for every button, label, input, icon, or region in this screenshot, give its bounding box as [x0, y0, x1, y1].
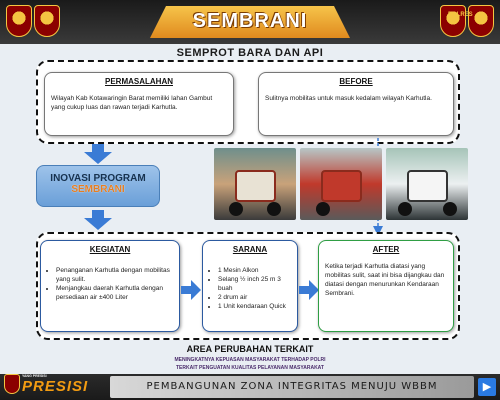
sarana-card: SARANA 1 Mesin Alkon Selang ½ inch 25 m … [202, 240, 298, 332]
arrow-right-icon [181, 280, 201, 300]
list-item: Penanganan Karhutla dengan mobilitas yan… [56, 266, 173, 284]
page-title: SEMBRANI [192, 10, 308, 32]
police-logo-left-icon [6, 5, 32, 37]
inovasi-program-box: INOVASI PROGRAM SEMBRANI [36, 165, 160, 207]
permasalahan-text: Wilayah Kab Kotawaringin Barat memiliki … [51, 95, 213, 112]
permasalahan-card: PERMASALAHAN Wilayah Kab Kotawaringin Ba… [44, 72, 234, 136]
kegiatan-card: KEGIATAN Penanganan Karhutla dengan mobi… [40, 240, 180, 332]
police-logo-right-icon [468, 5, 494, 37]
arrow-right-icon [299, 280, 319, 300]
vehicle-photo-2 [300, 148, 382, 220]
vehicle-photo-1 [214, 148, 296, 220]
play-next-icon[interactable]: ▶ [478, 378, 496, 396]
wheel-shape [443, 202, 458, 216]
sarana-list: 1 Mesin Alkon Selang ½ inch 25 m 3 buah … [209, 266, 291, 311]
vehicle-shape [234, 169, 276, 202]
arrow-down-icon [84, 144, 112, 164]
permasalahan-title: PERMASALAHAN [105, 77, 173, 86]
vehicle-shape [406, 169, 448, 202]
drum-shape [320, 169, 362, 202]
after-text: Ketika terjadi Karhutla diatasi yang mob… [325, 263, 445, 298]
list-item: Menjangkau daerah Karhutla dengan persed… [56, 284, 173, 302]
list-item: 1 Mesin Alkon [218, 266, 291, 275]
list-item: Selang ½ inch 25 m 3 buah [218, 275, 291, 293]
after-card: AFTER Ketika terjadi Karhutla diatasi ya… [318, 240, 454, 332]
inovasi-name: SEMBRANI [71, 184, 125, 195]
wheel-shape [267, 202, 282, 216]
before-card: BEFORE Sulitnya mobilitas untuk masuk ke… [258, 72, 454, 136]
logo-tag: POLRES [448, 12, 473, 18]
before-title: BEFORE [339, 77, 373, 86]
emblem-logo-left-icon [34, 5, 60, 37]
wheel-shape [316, 202, 331, 216]
photo-strip [214, 148, 468, 220]
title-banner [150, 6, 350, 38]
slogan-text: PEMBANGUNAN ZONA INTEGRITAS MENUJU WBBM [146, 381, 438, 392]
wheel-shape [228, 202, 243, 216]
sarana-title: SARANA [232, 245, 268, 254]
kegiatan-title: KEGIATAN [89, 245, 131, 254]
after-title: AFTER [372, 245, 400, 254]
vehicle-photo-3 [386, 148, 468, 220]
before-text: Sulitnya mobilitas untuk masuk kedalam w… [265, 95, 432, 102]
presisi-tagline: TRANSFORMASI MENUJU POLRI YANG PRESISI [22, 370, 78, 378]
subtitle: SEMPROT BARA DAN API [176, 47, 324, 59]
inovasi-label: INOVASI PROGRAM [50, 173, 146, 184]
area-line-1: MENINGKATNYA KEPUASAN MASYARAKAT TERHADA… [174, 357, 326, 363]
emblem-logo-right-icon [440, 5, 466, 37]
slogan-bar [110, 376, 474, 398]
presisi-logo-icon [4, 374, 20, 394]
arrow-down-icon [84, 210, 112, 230]
kegiatan-list: Penanganan Karhutla dengan mobilitas yan… [47, 266, 173, 302]
area-title: AREA PERUBAHAN TERKAIT [186, 344, 314, 354]
area-line-2: TERKAIT PENGUATAN KUALITAS PELAYANAN MAS… [176, 365, 324, 371]
wheel-shape [398, 202, 413, 216]
list-item: 1 Unit kendaraan Quick [218, 302, 291, 311]
list-item: 2 drum air [218, 293, 291, 302]
presisi-brand: PRESISI [22, 378, 89, 395]
